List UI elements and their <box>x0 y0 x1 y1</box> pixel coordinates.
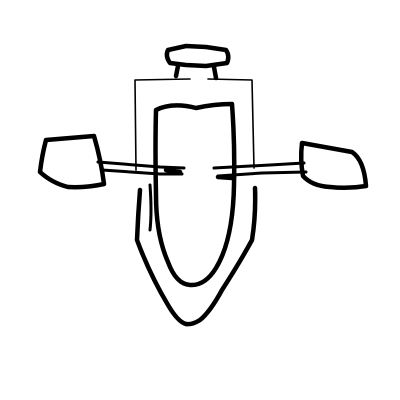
cap-shape <box>167 46 228 66</box>
outer-tube-left <box>137 190 186 324</box>
outer-tube-bottom-left <box>150 185 151 230</box>
inner-tube <box>156 104 235 285</box>
cap-stem-left <box>176 66 178 76</box>
right-rod-upper <box>214 163 304 168</box>
left-handle <box>40 136 104 187</box>
right-rod-tip <box>218 177 232 178</box>
cap-stem-right <box>214 67 216 78</box>
right-handle <box>301 143 366 188</box>
left-rod-upper <box>98 162 184 168</box>
right-rod-lower <box>218 172 306 176</box>
left-rod-tip <box>166 170 180 172</box>
